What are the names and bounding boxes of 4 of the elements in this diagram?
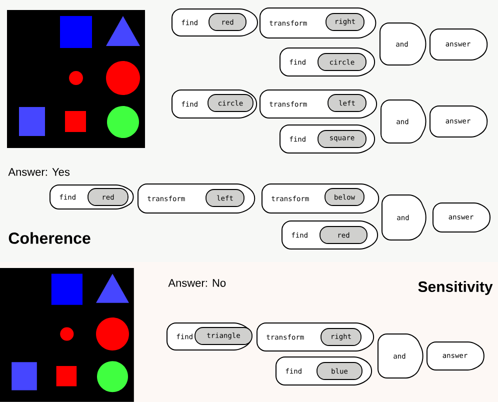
answer-text: Answer: Yes	[8, 168, 70, 176]
section-title: Coherence	[8, 232, 90, 244]
section-title: Sensitivity	[418, 281, 493, 295]
answer-text: Answer: No	[168, 279, 226, 287]
